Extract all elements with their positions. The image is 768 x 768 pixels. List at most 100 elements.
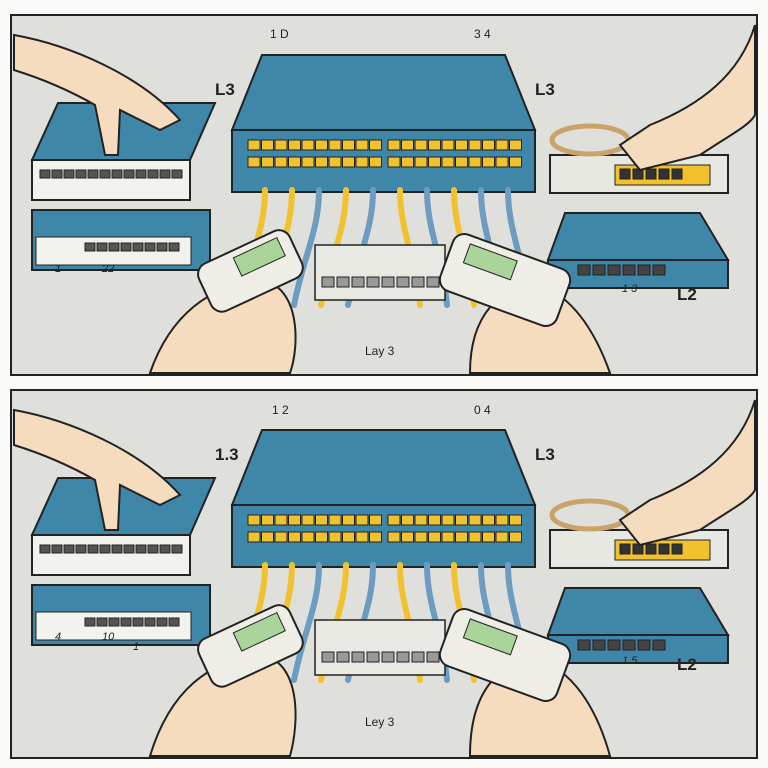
port — [168, 242, 180, 252]
port — [592, 264, 606, 276]
left-layer-label: L3 — [215, 80, 235, 99]
top-right-port-numbers: 3 4 — [474, 27, 491, 41]
port — [426, 276, 440, 288]
port — [328, 514, 342, 526]
port — [414, 156, 428, 168]
port — [63, 169, 75, 179]
port — [75, 544, 87, 554]
port — [468, 139, 482, 151]
port — [123, 169, 135, 179]
right-lower-switch-top — [546, 587, 730, 636]
port — [261, 156, 274, 168]
left-port-number-a: 4 — [55, 631, 61, 643]
port — [315, 139, 328, 151]
port — [147, 169, 159, 179]
port — [247, 514, 261, 526]
port — [622, 639, 636, 651]
port — [509, 139, 522, 151]
port — [468, 514, 482, 526]
port — [171, 544, 183, 554]
right-lower-switch-top — [546, 212, 730, 261]
port — [652, 639, 666, 651]
port — [171, 169, 183, 179]
port — [637, 639, 651, 651]
port — [401, 531, 414, 543]
port — [455, 139, 468, 151]
port — [387, 156, 401, 168]
port — [619, 543, 631, 555]
left-layer-label: 1.3 — [215, 445, 239, 464]
port — [301, 156, 315, 168]
port — [159, 544, 171, 554]
port — [428, 156, 441, 168]
l2-label: L2 — [677, 285, 697, 304]
port — [387, 514, 401, 526]
tester-screen — [462, 618, 518, 656]
port — [135, 169, 147, 179]
main-switch-top — [230, 54, 537, 131]
port — [396, 651, 410, 663]
port — [247, 139, 261, 151]
port — [261, 514, 274, 526]
port — [87, 169, 99, 179]
port — [387, 139, 401, 151]
port — [247, 531, 261, 543]
port — [414, 531, 428, 543]
port — [315, 514, 328, 526]
left-hand — [13, 33, 182, 156]
port — [63, 544, 75, 554]
port — [509, 156, 522, 168]
port — [411, 276, 425, 288]
port — [671, 543, 683, 555]
port — [381, 276, 395, 288]
port — [369, 139, 382, 151]
port — [577, 639, 591, 651]
port — [387, 531, 401, 543]
left-port-number-b: 22 — [101, 263, 114, 275]
port — [369, 531, 382, 543]
port — [39, 169, 51, 179]
port — [482, 531, 495, 543]
port — [658, 543, 670, 555]
port — [156, 242, 168, 252]
port — [426, 651, 440, 663]
port — [401, 139, 414, 151]
left-port-number-a: 1 — [55, 263, 61, 275]
port — [111, 544, 123, 554]
right-port-numbers: 1 3 — [622, 283, 638, 295]
port — [366, 651, 380, 663]
port — [401, 156, 414, 168]
port — [351, 651, 365, 663]
port — [75, 169, 87, 179]
port — [156, 617, 168, 627]
left-switch-front — [31, 159, 191, 201]
cable-tester-left — [197, 229, 304, 313]
port — [247, 156, 261, 168]
port — [328, 139, 342, 151]
l2-label: L2 — [677, 655, 697, 674]
port — [468, 531, 482, 543]
top-panel — [10, 14, 758, 376]
tester-screen — [232, 236, 286, 277]
port — [261, 139, 274, 151]
bottom-panel — [10, 389, 758, 759]
port — [288, 139, 301, 151]
port — [622, 264, 636, 276]
port — [455, 156, 468, 168]
port — [482, 139, 495, 151]
port — [288, 156, 301, 168]
port — [87, 544, 99, 554]
port — [592, 639, 606, 651]
port — [428, 139, 441, 151]
port — [396, 276, 410, 288]
port — [428, 531, 441, 543]
port — [366, 276, 380, 288]
port — [274, 139, 288, 151]
port — [301, 139, 315, 151]
right-layer-label: L3 — [535, 445, 555, 464]
port — [84, 242, 96, 252]
caption: Lay 3 — [365, 344, 395, 358]
port — [414, 514, 428, 526]
port — [321, 651, 335, 663]
